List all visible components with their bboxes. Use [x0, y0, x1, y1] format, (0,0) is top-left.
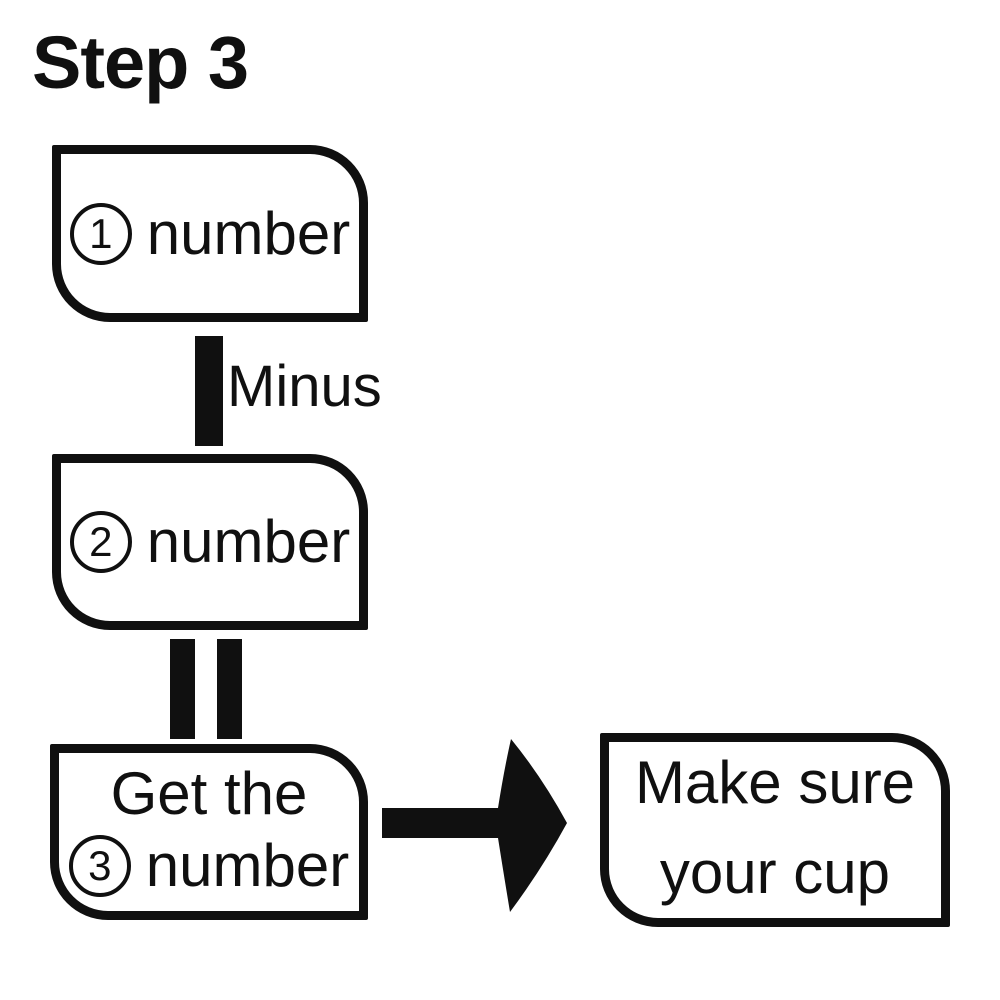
minus-label: Minus [227, 354, 382, 419]
page-title: Step 3 [32, 21, 249, 104]
box3-label: number [145, 832, 350, 899]
equals-connector-bar-left-icon [170, 639, 195, 739]
circled-number-1-icon: 1 [69, 202, 132, 265]
box2-label: number [146, 508, 351, 575]
flow-box-make-sure: Make sure your cup [600, 733, 950, 927]
circled-number-3-icon: 3 [68, 835, 131, 897]
circled-number-2-icon: 2 [69, 511, 132, 573]
box1-label: number [146, 199, 351, 267]
arrow-right-icon [382, 739, 567, 912]
flow-box-first-number: 1 number [52, 145, 368, 322]
box1-content: 1 number [69, 199, 351, 267]
equals-connector-bar-right-icon [217, 639, 242, 739]
flow-box-second-number: 2 number [52, 454, 368, 630]
box3-line2: 3 number [68, 832, 350, 899]
box2-content: 2 number [69, 508, 351, 575]
flow-box-result-number: Get the 3 number [50, 744, 368, 920]
box3-line1: Get the [110, 760, 308, 827]
box4-line1: Make sure [634, 749, 916, 816]
minus-connector-bar-icon [195, 336, 223, 446]
box4-line2: your cup [659, 839, 891, 906]
